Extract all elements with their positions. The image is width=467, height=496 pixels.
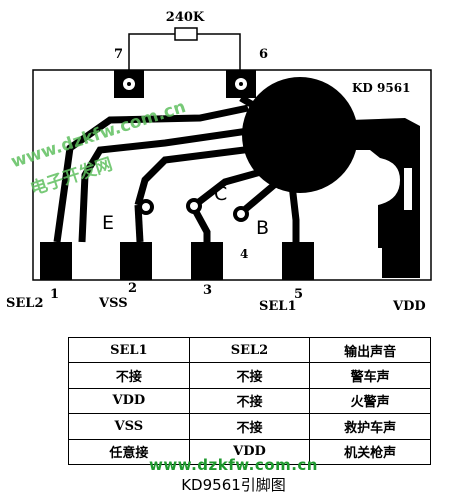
resistor: 240K [128,10,241,72]
pin-label-6: 6 [259,47,268,62]
pad-2 [120,242,152,280]
table-header: SEL1 [68,336,190,364]
pin-name-sel2: SEL2 [6,296,43,311]
table-row: VSS 不接 救护车声 [68,413,431,440]
table-row: 不接 不接 警车声 [68,362,431,389]
table-cell: 不接 [188,387,311,415]
table-cell: 救护车声 [309,413,431,440]
transistor-label-b: B [256,217,269,239]
pin-label-1: 1 [50,287,59,302]
pad-3 [191,242,223,280]
pin-name-vdd: VDD [392,299,426,314]
table-header-row: SEL1 SEL2 输出声音 [68,336,431,364]
chip-blob [242,77,358,193]
table-cell: VDD [188,438,311,466]
table-cell: 任意接 [68,438,190,466]
table-header: SEL2 [188,336,311,364]
table-row: VDD 不接 火警声 [68,387,431,415]
vdd-trace [305,118,420,248]
diagram-caption: KD9561引脚图 [181,476,286,494]
table-cell: 火警声 [309,387,431,415]
chip-name: KD 9561 [352,81,410,95]
table-cell: 警车声 [309,362,431,389]
pin-label-4: 4 [240,247,248,261]
resistor-value: 240K [166,10,205,25]
pin-label-7: 7 [114,47,123,62]
table-cell: 机关枪声 [309,438,431,466]
pad-7 [114,70,144,98]
table-cell: 不接 [188,362,311,389]
pin-name-vss: VSS [98,296,128,311]
pad-5 [282,242,314,280]
traces [53,104,300,245]
table-header: 输出声音 [309,336,431,364]
pin-name-sel1: SEL1 [259,299,296,314]
transistor-pin-c [186,198,202,214]
transistor-pin-e [138,199,154,215]
table-cell: 不接 [188,413,311,440]
sound-selection-table: SEL1 SEL2 输出声音 不接 不接 警车声 VDD 不接 火警声 VSS … [68,336,431,466]
pin-label-5: 5 [294,287,303,302]
watermark-bottom: www.dzkfw.com.cn [149,456,318,474]
pin-label-2: 2 [128,281,137,296]
pin-label-3: 3 [203,283,212,298]
transistor-label-c: C [214,183,227,205]
table-cell: VDD [68,387,190,415]
pad-1 [40,242,72,280]
transistor-label-e: E [102,212,114,234]
pad-6 [226,70,256,98]
table-cell: 不接 [68,362,190,389]
table-row: 任意接 VDD 机关枪声 [68,438,431,466]
transistor-pin-b [233,206,249,222]
table-cell: VSS [68,413,190,440]
